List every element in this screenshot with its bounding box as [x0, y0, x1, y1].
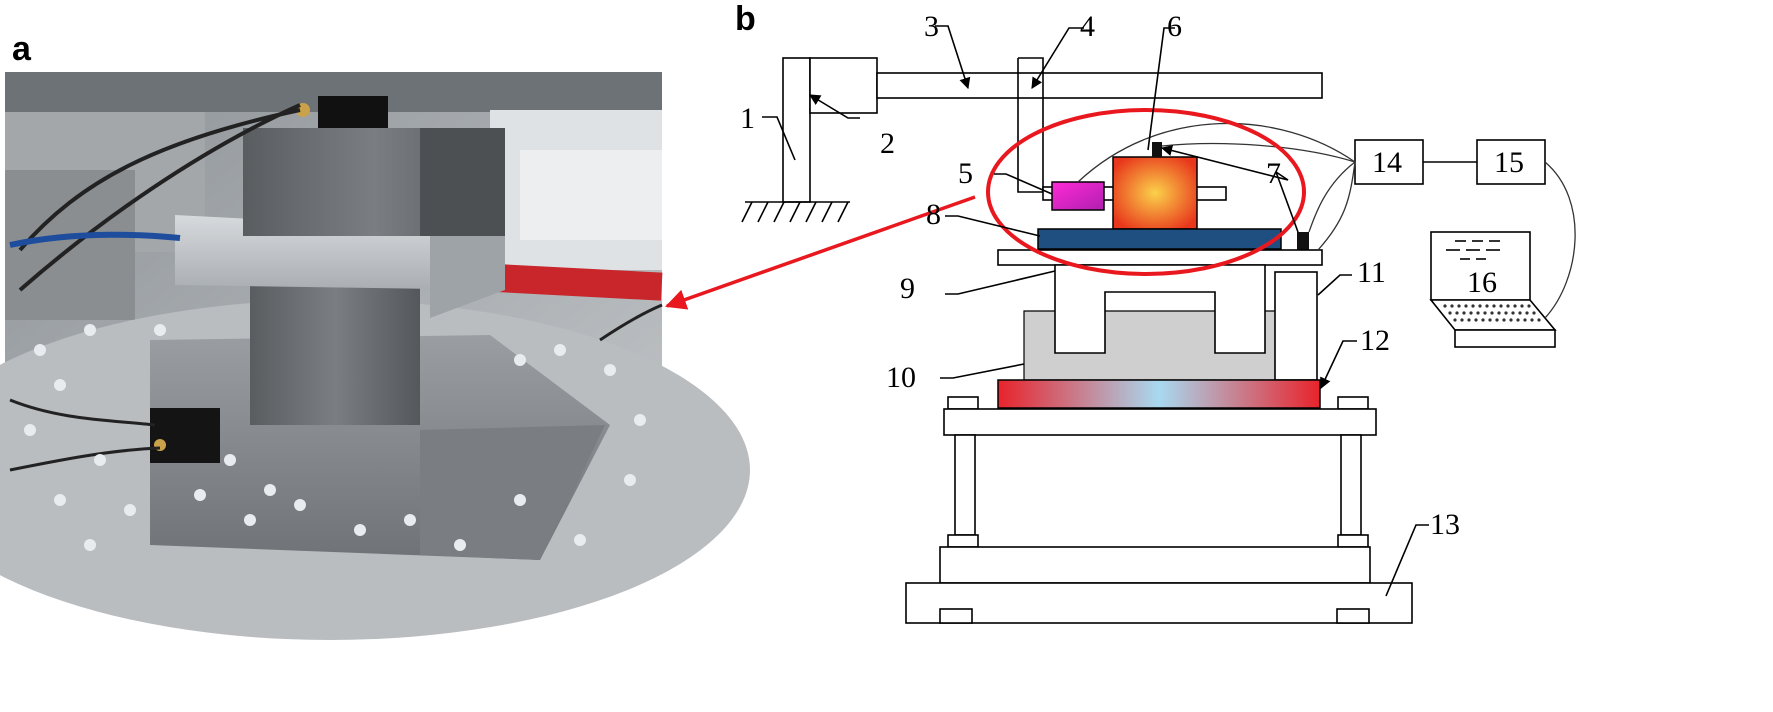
label-7: 7: [1266, 157, 1281, 190]
table-base: [905, 582, 1413, 624]
pointer-arrow: [665, 195, 976, 310]
label-6: 6: [1167, 10, 1182, 43]
u-fixture: [1054, 264, 1266, 354]
label-14: 14: [1372, 146, 1402, 179]
label-2: 2: [880, 127, 895, 160]
shaking-table-top: [997, 379, 1321, 409]
panel-a-label: a: [12, 30, 32, 68]
panel-b-label: b: [735, 0, 756, 38]
data-acquisition-box: [1476, 139, 1546, 185]
label-8: 8: [926, 198, 941, 231]
label-3: 3: [924, 10, 939, 43]
heated-specimen: [1112, 156, 1198, 230]
label-12: 12: [1360, 324, 1390, 357]
label-10: 10: [886, 361, 916, 394]
label-15: 15: [1494, 146, 1524, 179]
schematic-diagram: 1 2 3 4 5 6 7 8 9 10 11 12 13 14 15 16: [740, 10, 1576, 624]
label-1: 1: [740, 102, 755, 135]
table-frame-bottom: [939, 546, 1371, 584]
top-accelerometer: [1152, 142, 1162, 157]
photo-of-test-specimen: [0, 72, 750, 640]
side-support: [1274, 271, 1318, 381]
label-16: 16: [1467, 266, 1497, 299]
label-4: 4: [1080, 10, 1095, 43]
laptop-computer-icon: [1429, 231, 1557, 348]
label-13: 13: [1430, 508, 1460, 541]
label-5: 5: [958, 157, 973, 190]
label-9: 9: [900, 272, 915, 305]
support-column: [741, 57, 850, 223]
highlight-ellipse: [986, 108, 1306, 276]
blue-plate: [1037, 228, 1282, 250]
plate-accelerometer: [1297, 232, 1309, 250]
table-frame-top: [943, 408, 1377, 436]
displacement-sensor: [1051, 181, 1105, 211]
signal-wires: [1077, 122, 1576, 319]
clamp-block: [809, 57, 878, 114]
horizontal-beam: [876, 72, 1323, 99]
label-11: 11: [1357, 256, 1386, 289]
